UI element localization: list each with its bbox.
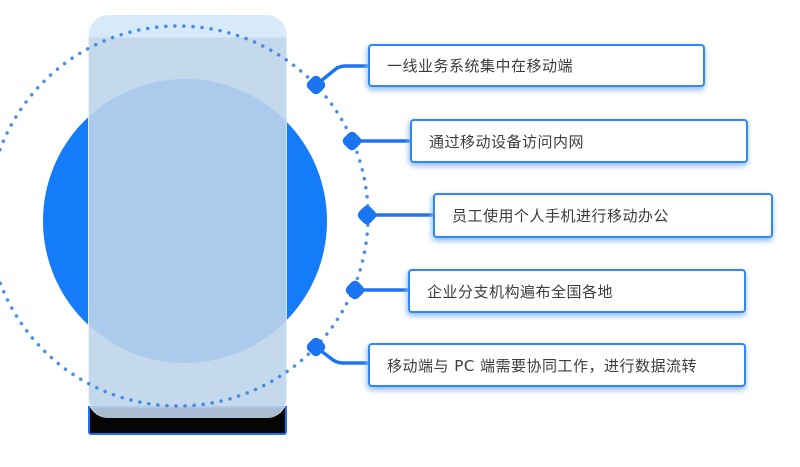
callout-label-1: 一线业务系统集中在移动端 [387, 57, 574, 75]
phone-illustration [88, 15, 287, 418]
callout-label-5: 移动端与 PC 端需要协同工作，进行数据流转 [387, 356, 698, 375]
connector-1 [314, 64, 372, 87]
marker-dot-2 [342, 131, 362, 151]
connector-5 [314, 345, 372, 365]
callout-box-3: 员工使用个人手机进行移动办公 [433, 193, 773, 238]
callout-label-2: 通过移动设备访问内网 [429, 132, 585, 151]
callout-box-2: 通过移动设备访问内网 [410, 119, 748, 163]
marker-dot-4 [345, 280, 365, 300]
callout-box-4: 企业分支机构遍布全国各地 [408, 269, 746, 313]
marker-dot-5 [306, 337, 326, 357]
marker-dot-1 [306, 75, 326, 95]
marker-dot-3 [357, 205, 377, 225]
callout-label-4: 企业分支机构遍布全国各地 [427, 282, 614, 301]
callout-label-3: 员工使用个人手机进行移动办公 [452, 207, 670, 225]
connector-markers [306, 75, 377, 357]
callout-box-1: 一线业务系统集中在移动端 [368, 44, 705, 87]
callout-box-5: 移动端与 PC 端需要协同工作，进行数据流转 [368, 343, 746, 387]
